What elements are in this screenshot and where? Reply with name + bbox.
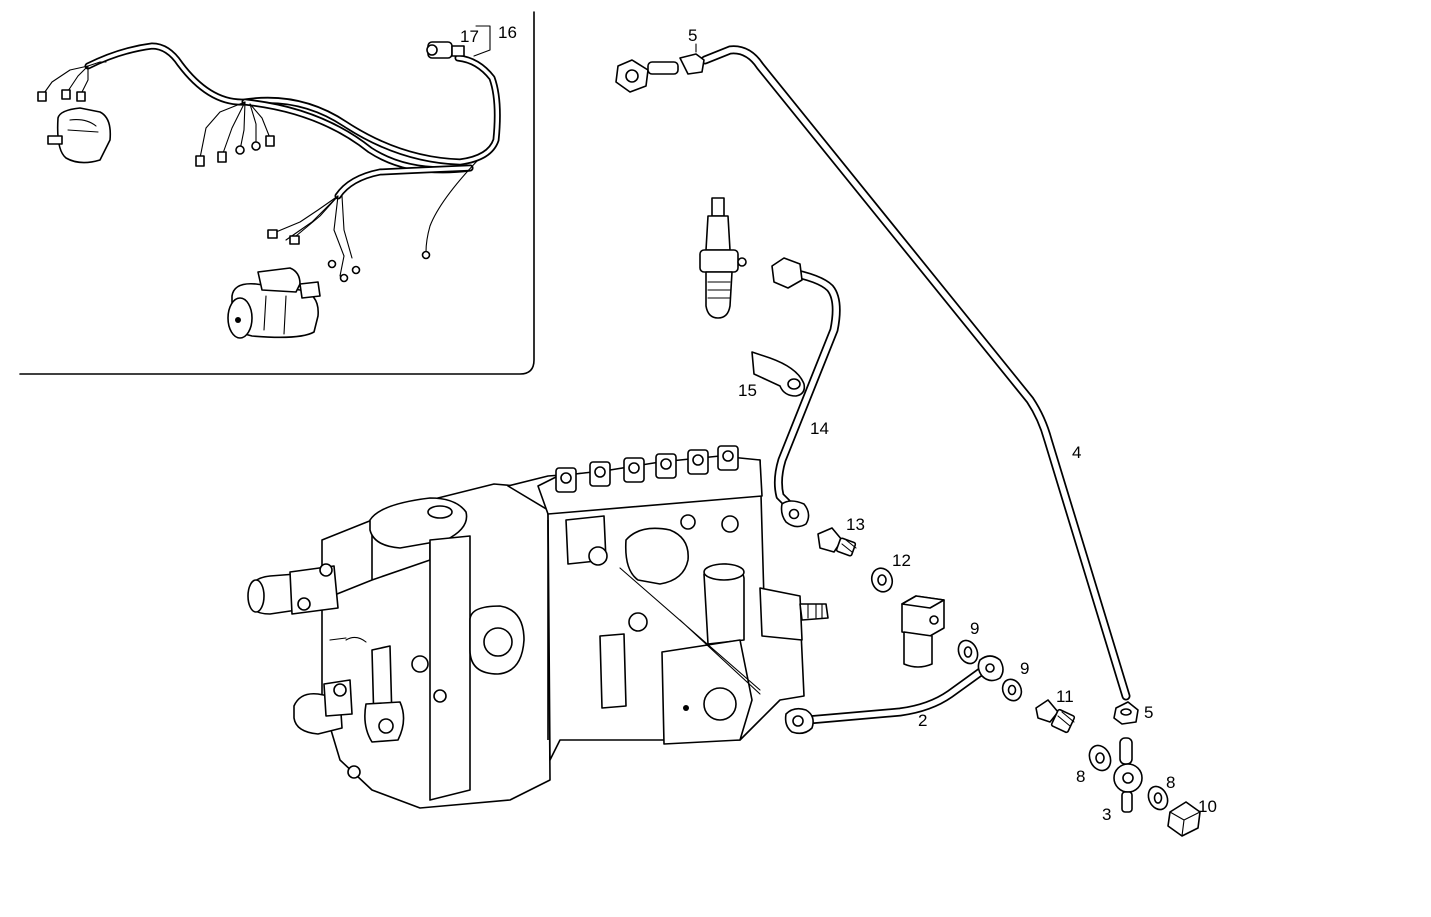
label-11: 11 xyxy=(1056,687,1074,706)
pipe-14 xyxy=(771,257,841,528)
label-8-right: 8 xyxy=(1166,773,1175,792)
label-4: 4 xyxy=(1072,443,1081,462)
pipe-2 xyxy=(784,655,1004,735)
label-14: 14 xyxy=(810,419,829,438)
label-3: 3 xyxy=(1102,805,1111,824)
pipe-4 xyxy=(615,45,1131,701)
label-2: 2 xyxy=(918,711,927,730)
banjo-union-3 xyxy=(1113,737,1143,813)
cap-nut-10 xyxy=(1167,801,1201,837)
label-9-upper: 9 xyxy=(970,619,979,638)
label-15: 15 xyxy=(738,381,757,400)
washer-9-a xyxy=(957,639,979,665)
inset-wiring-harness xyxy=(19,11,535,375)
label-10: 10 xyxy=(1198,797,1217,816)
washer-8-a xyxy=(1088,744,1112,772)
label-9-lower: 9 xyxy=(1020,659,1029,678)
washer-9-b xyxy=(1001,678,1023,702)
inset-frame xyxy=(19,11,535,375)
washer-8-b xyxy=(1147,785,1169,811)
label-16: 16 xyxy=(498,23,517,42)
label-5-lower: 5 xyxy=(1144,703,1153,722)
part-labels: 2 3 4 5 5 8 8 9 9 10 11 12 13 14 15 16 1… xyxy=(460,23,1217,824)
wiring-harness xyxy=(37,41,501,283)
starter-motor xyxy=(227,267,321,339)
delivery-valves xyxy=(555,445,739,493)
label-8-left: 8 xyxy=(1076,767,1085,786)
label-5-upper: 5 xyxy=(688,26,697,45)
nut-5-lower xyxy=(1113,701,1139,725)
label-13: 13 xyxy=(846,515,865,534)
speed-sensor xyxy=(47,107,112,164)
clip-15 xyxy=(751,351,806,397)
screw-11 xyxy=(1035,699,1076,734)
screw-13 xyxy=(817,527,857,557)
washer-12 xyxy=(870,567,894,593)
leader-lines xyxy=(473,25,697,57)
fuel-filter xyxy=(901,595,945,668)
label-17: 17 xyxy=(460,27,479,46)
label-12: 12 xyxy=(892,551,911,570)
injection-pump xyxy=(247,445,829,809)
glow-plug xyxy=(699,197,747,319)
